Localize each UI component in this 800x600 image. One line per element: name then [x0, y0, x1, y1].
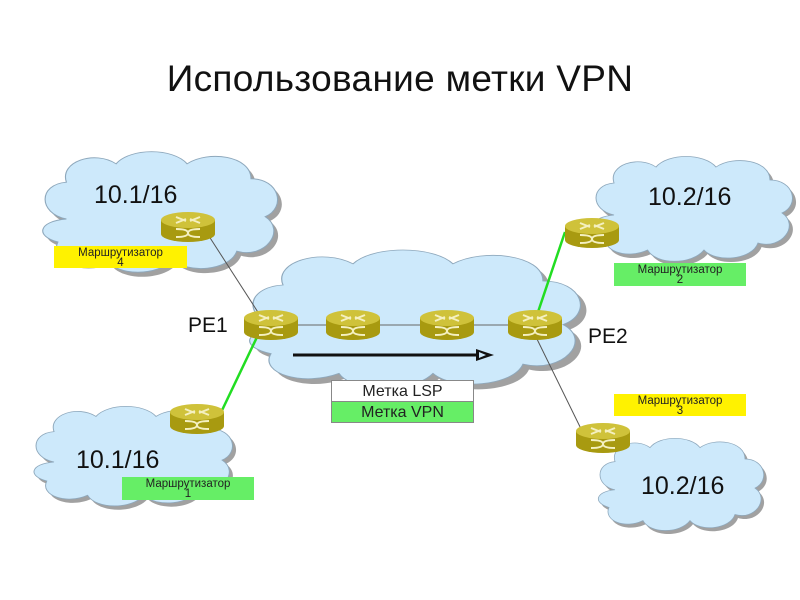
link-r4-pe1 — [204, 229, 264, 321]
network-label-top-left: 10.1/16 — [94, 181, 178, 209]
router-3-icon — [575, 422, 631, 454]
router-1-icon — [169, 403, 225, 435]
pe2-label: PE2 — [588, 325, 628, 348]
network-label-top-right: 10.2/16 — [648, 183, 732, 211]
router-4-icon — [160, 211, 216, 243]
network-label-bottom-right: 10.2/16 — [641, 472, 725, 500]
router-1-number: 1 — [184, 488, 192, 500]
router-2-label: Маршрутизатор 2 — [614, 263, 746, 286]
router-2-name: Маршрутизатор — [637, 264, 723, 276]
vpn-label-box: Метка VPN — [331, 401, 474, 423]
network-label-bottom-left: 10.1/16 — [76, 446, 160, 474]
link-r2-pe2 — [535, 231, 567, 316]
router-p1-icon — [325, 309, 381, 341]
router-4-label: Маршрутизатор 4 — [54, 246, 187, 269]
router-2-icon — [564, 217, 620, 249]
router-1-label: Маршрутизатор 1 — [122, 477, 254, 500]
router-1-name: Маршрутизатор — [145, 478, 231, 490]
router-3-number: 3 — [676, 405, 684, 417]
link-pe2-r3 — [534, 334, 586, 438]
router-4-number: 4 — [117, 257, 124, 269]
router-3-name: Маршрутизатор — [637, 395, 723, 407]
lsp-label-box: Метка LSP — [331, 380, 474, 402]
pe1-label: PE1 — [188, 314, 228, 337]
router-2-number: 2 — [676, 274, 684, 286]
router-pe2-icon — [507, 309, 563, 341]
router-3-label: Маршрутизатор 3 — [614, 394, 746, 417]
router-pe1-icon — [243, 309, 299, 341]
router-4-name: Маршрутизатор — [78, 247, 163, 259]
router-p2-icon — [419, 309, 475, 341]
arrow-right-icon — [293, 349, 494, 361]
slide-title: Использование метки VPN — [166, 58, 634, 99]
